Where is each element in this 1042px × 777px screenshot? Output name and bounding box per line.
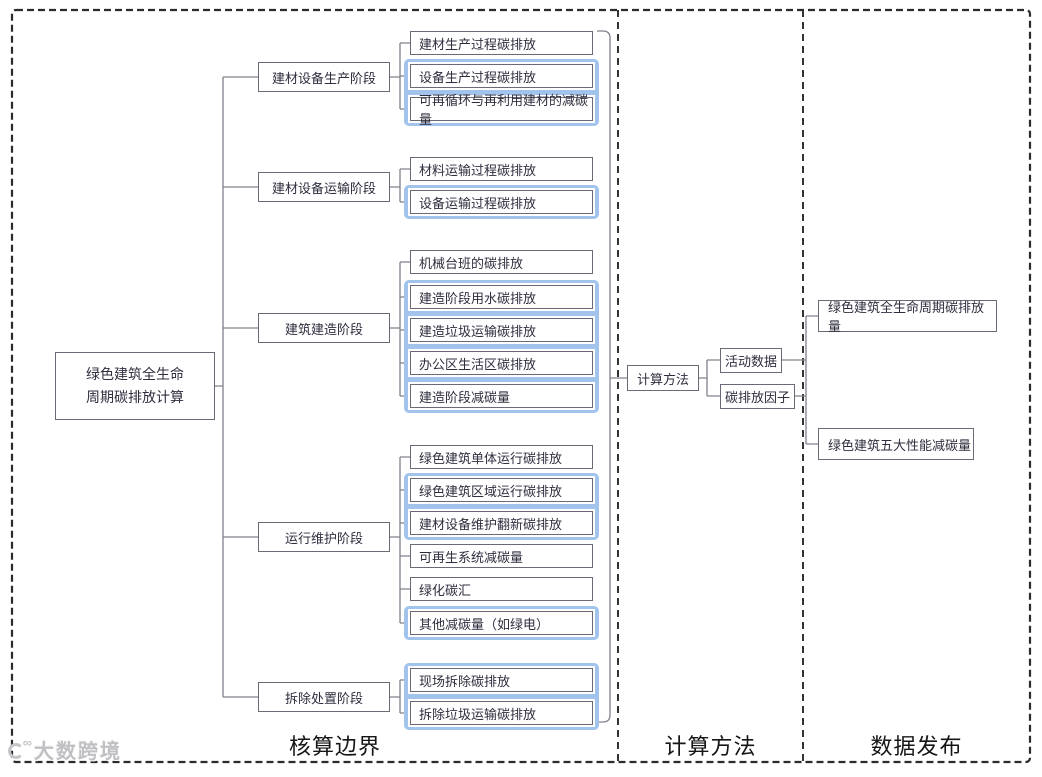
leaf-node: 绿化碳汇 — [410, 577, 593, 601]
section-label-boundary: 核算边界 — [288, 734, 381, 759]
leaf-node: 建造垃圾运输碳排放 — [410, 318, 593, 342]
calc-method-node: 计算方法 — [627, 365, 699, 391]
stage-construction-node: 建筑建造阶段 — [258, 313, 390, 343]
stage-operation-node: 运行维护阶段 — [258, 522, 390, 552]
outer-dashed-border — [10, 8, 1032, 764]
leaf-node: 机械台班的碳排放 — [410, 250, 593, 274]
activity-data-node: 活动数据 — [720, 348, 782, 373]
leaf-node: 建造阶段减碳量 — [410, 384, 593, 408]
leaf-node: 办公区生活区碳排放 — [410, 351, 593, 375]
leaf-node: 其他减碳量（如绿电） — [410, 611, 593, 635]
leaf-node: 拆除垃圾运输碳排放 — [410, 701, 593, 725]
leaf-node: 材料运输过程碳排放 — [410, 157, 593, 181]
leaf-node: 可再循环与再利用建材的减碳量 — [410, 93, 593, 127]
section-label-method: 计算方法 — [664, 734, 757, 759]
leaf-node: 建材设备维护翻新碳排放 — [410, 511, 593, 535]
watermark-text: 大数跨境 — [34, 741, 122, 763]
leaf-node: 可再生系统减碳量 — [410, 544, 593, 568]
stage-demolition-node: 拆除处置阶段 — [258, 682, 390, 712]
emission-factor-node: 碳排放因子 — [720, 384, 795, 409]
leaf-node: 建材生产过程碳排放 — [410, 31, 593, 55]
stage-transport-node: 建材设备运输阶段 — [258, 172, 390, 202]
leaf-node: 现场拆除碳排放 — [410, 668, 593, 692]
leaf-node: 设备运输过程碳排放 — [410, 190, 593, 214]
stage-production-node: 建材设备生产阶段 — [258, 62, 390, 92]
root-node: 绿色建筑全生命 周期碳排放计算 — [55, 352, 215, 420]
output-lifecycle-emissions-node: 绿色建筑全生命周期碳排放量 — [818, 300, 997, 334]
watermark-logo-icon: ∞ — [8, 735, 32, 761]
root-node-line1: 绿色建筑全生命 — [86, 366, 184, 382]
output-performance-reduction-node: 绿色建筑五大性能减碳量 — [818, 428, 974, 460]
leaf-node: 绿色建筑单体运行碳排放 — [410, 445, 593, 469]
watermark: ∞ 大数跨境 — [8, 735, 122, 764]
root-node-line2: 周期碳排放计算 — [86, 389, 184, 405]
leaf-node: 设备生产过程碳排放 — [410, 64, 593, 88]
leaf-node: 建造阶段用水碳排放 — [410, 285, 593, 309]
section-label-publish: 数据发布 — [870, 734, 963, 759]
leaf-node: 绿色建筑区域运行碳排放 — [410, 478, 593, 502]
